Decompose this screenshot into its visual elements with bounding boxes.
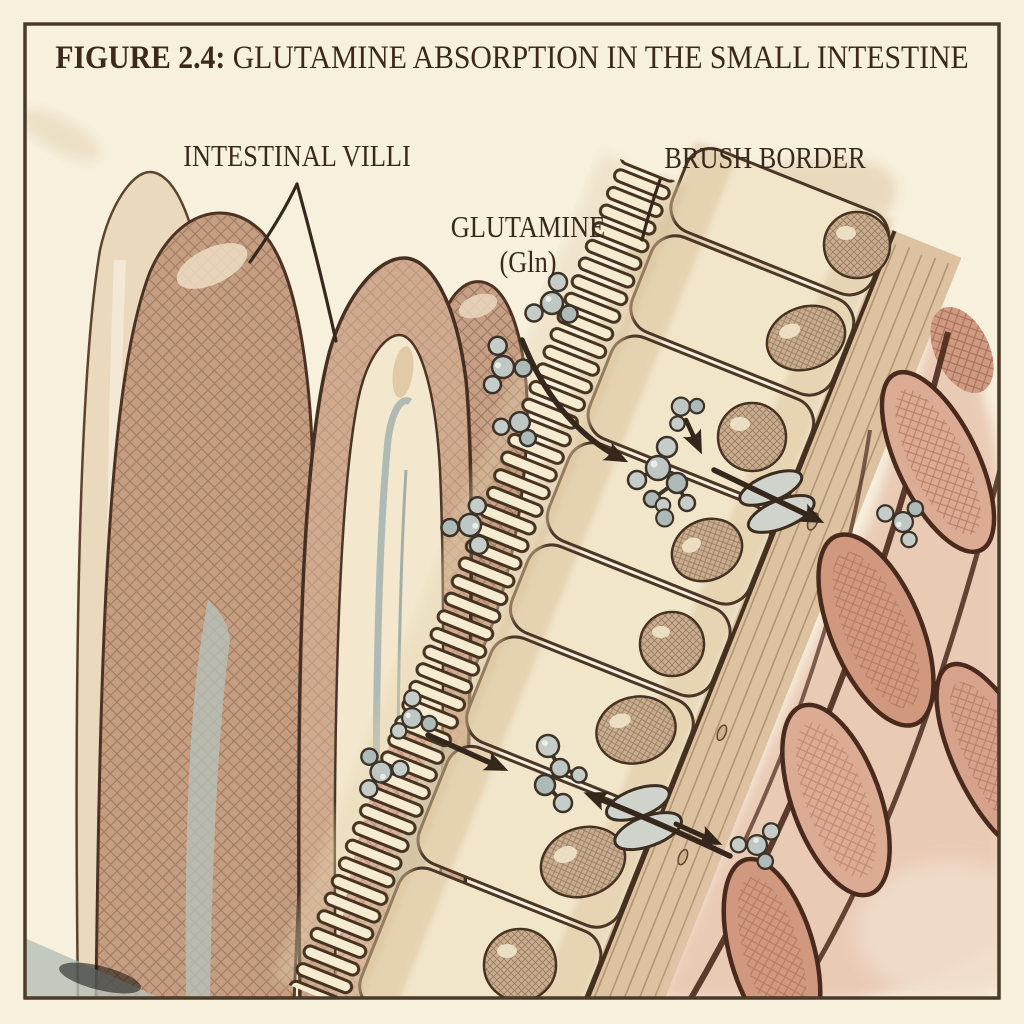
villus-highlight — [176, 243, 248, 289]
nucleus — [482, 927, 558, 998]
basal-membrane-line — [551, 230, 897, 998]
label-glutamine-abbr: (Gln) — [499, 243, 557, 279]
figure-title: FIGURE 2.4: GLUTAMINE ABSORPTION IN THE … — [51, 40, 973, 77]
vessel-pale-wash — [855, 860, 999, 998]
capillary-loop — [879, 369, 997, 555]
capillary-network — [660, 306, 999, 998]
transporter-proteins — [604, 469, 816, 852]
brush-border-pointer — [640, 178, 662, 242]
connective-tissue-fibers — [558, 244, 950, 998]
capillary-loop — [780, 702, 892, 898]
absorption-arrow-cell-to-blood — [711, 467, 825, 524]
label-glutamine: GLUTAMINE (Gln) — [426, 209, 630, 279]
microvilli-comb — [284, 156, 677, 998]
nucleus — [638, 610, 706, 678]
capillary-loop — [721, 856, 823, 998]
vessel-hatch-patch — [930, 306, 994, 394]
tissue-speck — [716, 724, 728, 742]
nucleus — [822, 210, 892, 280]
capillary-loop — [816, 532, 936, 728]
figure-number: FIGURE 2.4: — [55, 40, 226, 76]
villus-highlight — [458, 293, 498, 319]
tissue-wedge-shading — [59, 962, 141, 994]
cell-nuclei — [482, 210, 892, 998]
villi-pointer-right — [295, 182, 338, 343]
nucleus — [595, 695, 677, 765]
label-glutamine-name: GLUTAMINE — [450, 209, 606, 244]
villus-core-shading — [392, 346, 414, 398]
label-intestinal-villi: INTESTINAL VILLI — [183, 138, 411, 173]
figure-caption: GLUTAMINE ABSORPTION IN THE SMALL INTEST… — [225, 40, 969, 76]
capillary-loop — [934, 661, 999, 859]
absorption-arrow-lumen-to-cell — [519, 337, 629, 463]
figure-frame — [23, 22, 1001, 1000]
lacteal-streak — [185, 600, 230, 998]
nucleus — [765, 304, 847, 372]
tissue-speck — [677, 848, 689, 866]
absorption-arrow-lumen-to-cell — [425, 732, 509, 771]
watercolor-wash — [25, 109, 101, 161]
nucleus — [670, 517, 744, 583]
label-brush-border: BRUSH BORDER — [664, 140, 866, 175]
absorption-arrow-to-blood — [673, 821, 723, 845]
nucleus — [716, 401, 788, 473]
label-pointer-lines — [248, 178, 662, 343]
villi-pointer-left — [248, 182, 299, 264]
illustration-content — [25, 109, 999, 998]
villus-crosshatch — [96, 213, 314, 998]
transport-arrow-through-transporter — [583, 792, 733, 859]
vessel-wall — [743, 429, 872, 841]
absorption-arrow-small — [682, 417, 702, 455]
transport-arrows — [425, 337, 825, 859]
cell-apical-wash — [350, 140, 737, 998]
glutamine-molecule — [654, 496, 675, 528]
